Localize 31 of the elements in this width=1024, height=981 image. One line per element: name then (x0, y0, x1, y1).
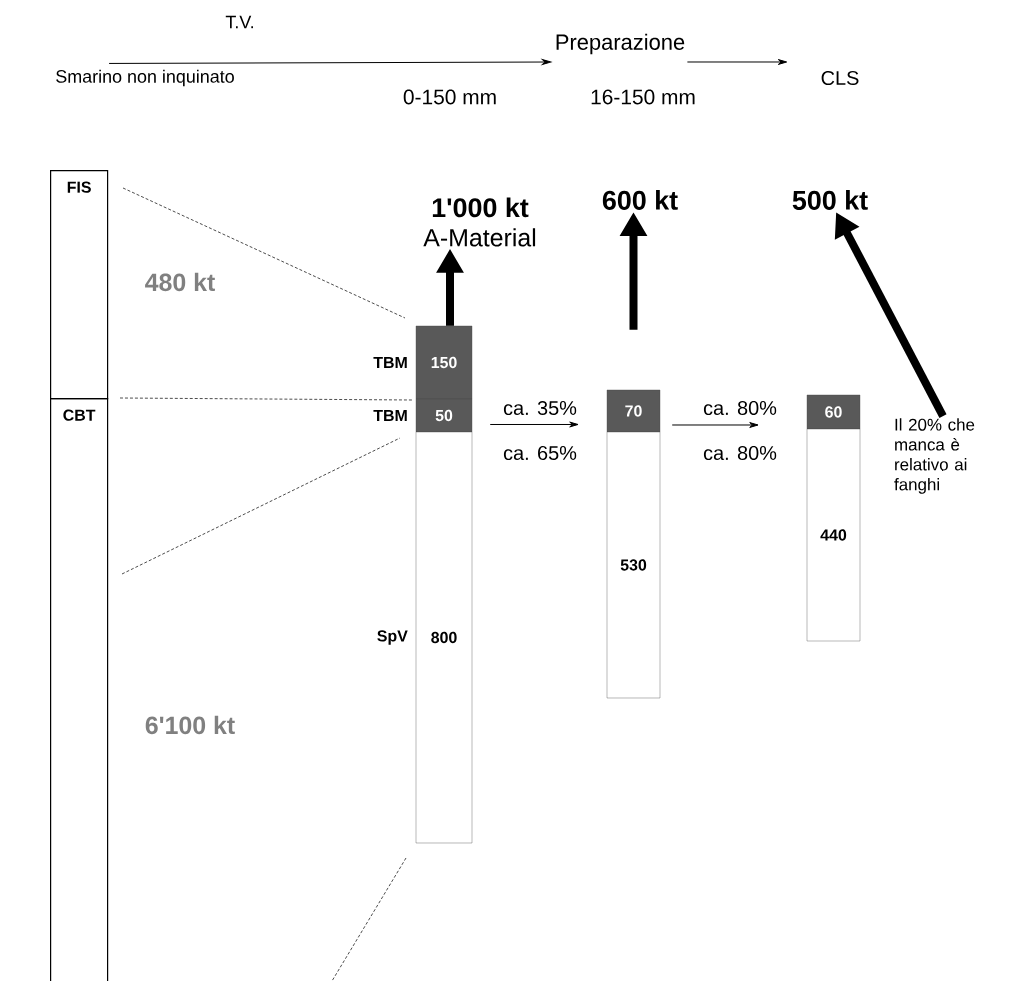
quantity-label: 480 kt (145, 272, 215, 292)
bar-segment: 70 (606, 389, 661, 433)
edge-label: T.V. (224, 14, 256, 30)
bar-segment: 50 (415, 398, 473, 433)
source-label: Smarino non inquinato (56, 69, 234, 87)
arrow (108, 59, 552, 65)
row-label: TBM (373, 410, 407, 421)
total-label: 600 kt (602, 190, 678, 210)
edge-label: ca. 80% (702, 399, 778, 417)
percent-label: ca. 65% (503, 445, 577, 461)
step-label: CLS (821, 70, 859, 86)
arrow (489, 421, 579, 428)
bar-segment: 440 (806, 428, 861, 642)
note-text: Il 20% che manca è relativo ai fanghi (894, 418, 975, 494)
total-label: 500 kt (792, 190, 868, 210)
edge-label: ca. 35% (502, 399, 578, 417)
arrow (686, 59, 788, 65)
bar-segment: 60 (806, 394, 861, 430)
size-range: 0-150 mm (403, 89, 496, 105)
column-segment: CBT (50, 398, 109, 981)
bar-segment: 800 (415, 431, 473, 844)
column-segment: FIS (50, 170, 109, 400)
size-range: 16-150 mm (591, 89, 695, 105)
quantity-label: 6'100 kt (145, 715, 235, 735)
total-label: 1'000 kt A-Material (423, 197, 536, 247)
bar-segment: 530 (606, 431, 661, 699)
row-label: SpV (377, 630, 408, 645)
step-label: Preparazione (556, 33, 685, 55)
arrow (671, 422, 759, 428)
row-label: TBM (373, 357, 407, 368)
percent-label: ca. 80% (703, 445, 777, 461)
